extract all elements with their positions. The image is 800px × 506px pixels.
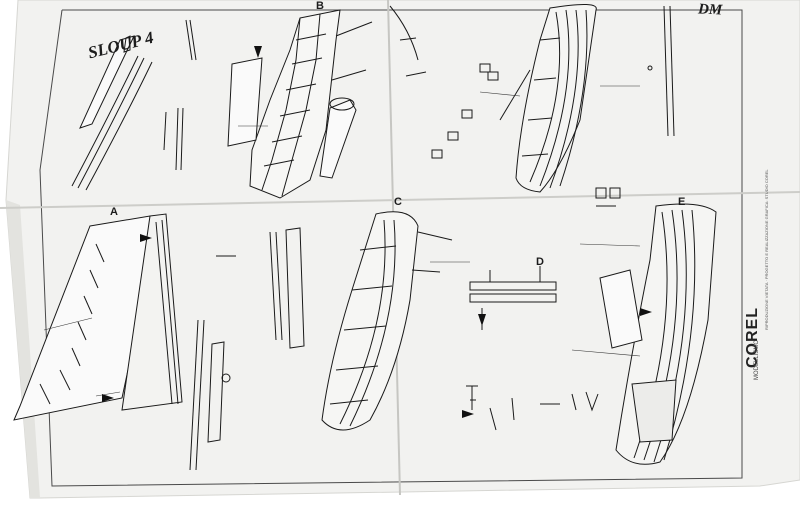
sheet-border — [39, 9, 743, 487]
planked-hull-e — [595, 187, 717, 465]
fold-line-horizontal — [0, 191, 800, 209]
keel-assembly-a — [13, 213, 305, 471]
planked-hull-top — [499, 4, 675, 193]
section-label-b: B — [316, 0, 324, 12]
hull-frame-c — [321, 211, 453, 431]
copyright-notice: RIPRODUZIONE VIETATA · PROGETTO E REALIZ… — [764, 169, 769, 330]
plank-parts — [71, 19, 197, 191]
section-label-a: A — [110, 206, 118, 218]
section-label-c: C — [394, 196, 402, 208]
brand-tagline: MODELLISMO — [754, 339, 760, 380]
sheet-title-right: DM — [697, 1, 723, 19]
section-label-d: D — [536, 256, 544, 268]
paper-shade — [6, 200, 40, 498]
direction-arrows — [102, 46, 652, 418]
hull-frame-b — [227, 9, 373, 199]
leader-lines — [43, 85, 641, 397]
small-parts-top — [389, 5, 499, 159]
section-label-e: E — [678, 196, 686, 208]
